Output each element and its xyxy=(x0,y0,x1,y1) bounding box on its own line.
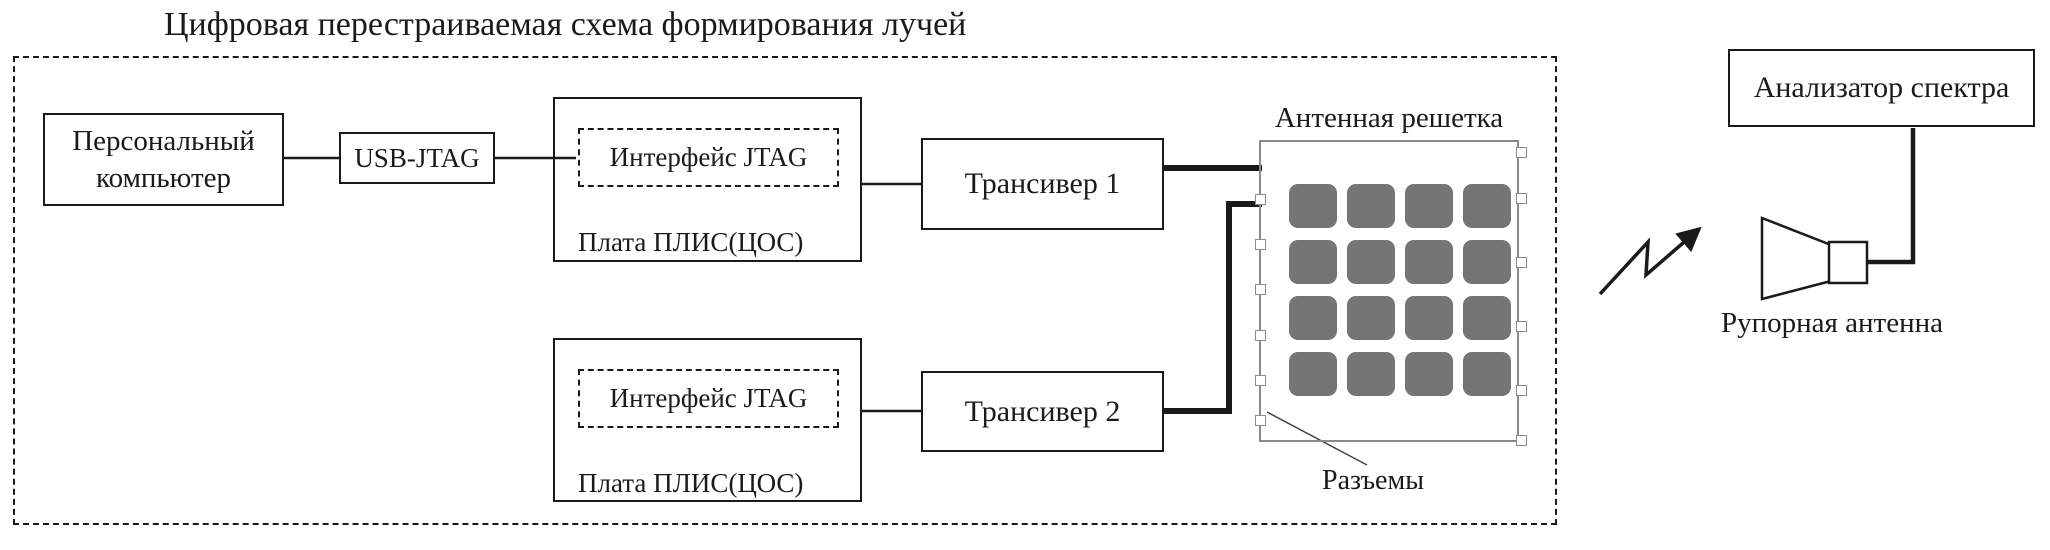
connector-square xyxy=(1255,194,1266,205)
connector-square xyxy=(1516,147,1527,158)
antenna-patch xyxy=(1347,240,1395,284)
wave-arrow-icon xyxy=(1598,226,1702,296)
horn-antenna-icon xyxy=(1760,216,1869,301)
connector-square xyxy=(1516,385,1527,396)
fpga-board-2-label: Плата ПЛИС(ЦОС) xyxy=(578,468,804,498)
jtag-interface-1: Интерфейс JTAG xyxy=(578,128,839,187)
transceiver-2-box: Трансивер 2 xyxy=(921,371,1164,452)
fpga-board-2: Интерфейс JTAG Плата ПЛИС(ЦОС) xyxy=(553,338,862,502)
antenna-patch xyxy=(1405,296,1453,340)
antenna-patch xyxy=(1347,296,1395,340)
connectors-label: Разъемы xyxy=(1322,465,1425,496)
antenna-patch xyxy=(1289,240,1337,284)
antenna-patch xyxy=(1405,352,1453,396)
dashed-boundary xyxy=(13,56,1557,525)
wire-horn-analyzer xyxy=(1865,128,1916,265)
transceiver-2-label: Трансивер 2 xyxy=(964,394,1121,428)
antenna-patch xyxy=(1463,352,1511,396)
connector-pointer-line xyxy=(1266,411,1368,466)
connector-square xyxy=(1255,284,1266,295)
pc-box: Персональный компьютер xyxy=(43,113,284,206)
jtag-interface-2: Интерфейс JTAG xyxy=(578,369,839,428)
spectrum-analyzer-box: Анализатор спектра xyxy=(1728,49,2035,127)
antenna-patch xyxy=(1463,184,1511,228)
antenna-patch xyxy=(1463,296,1511,340)
antenna-patch xyxy=(1463,240,1511,284)
connector-square xyxy=(1255,239,1266,250)
antenna-array-label: Антенная решетка xyxy=(1274,102,1504,134)
connector-square xyxy=(1255,415,1266,426)
spectrum-analyzer-label: Анализатор спектра xyxy=(1753,71,2010,104)
connector-square xyxy=(1516,257,1527,268)
jtag-interface-2-label: Интерфейс JTAG xyxy=(609,383,808,413)
antenna-patch xyxy=(1289,296,1337,340)
diagram-title: Цифровая перестраиваемая схема формирова… xyxy=(164,6,967,43)
antenna-array-box xyxy=(1255,140,1527,446)
pc-label: Персональный компьютер xyxy=(72,125,255,194)
transceiver-1-box: Трансивер 1 xyxy=(921,138,1164,230)
horn-antenna-label: Рупорная антенна xyxy=(1721,307,1943,339)
connector-square xyxy=(1255,330,1266,341)
wire-transceiver2-array xyxy=(1164,201,1262,414)
jtag-interface-1-label: Интерфейс JTAG xyxy=(609,142,808,172)
antenna-patch xyxy=(1347,184,1395,228)
transceiver-1-label: Трансивер 1 xyxy=(964,167,1121,200)
connector-square xyxy=(1516,435,1527,446)
antenna-patch xyxy=(1347,352,1395,396)
fpga-board-1-label: Плата ПЛИС(ЦОС) xyxy=(578,227,804,257)
usb-jtag-box: USB-JTAG xyxy=(339,132,495,184)
connector-square xyxy=(1516,193,1527,204)
antenna-patch xyxy=(1289,184,1337,228)
antenna-patch xyxy=(1405,184,1453,228)
antenna-patch-grid xyxy=(1289,184,1511,396)
antenna-patch xyxy=(1405,240,1453,284)
antenna-patch xyxy=(1289,352,1337,396)
fpga-board-1: Интерфейс JTAG Плата ПЛИС(ЦОС) xyxy=(553,97,862,262)
connector-square xyxy=(1255,375,1266,386)
connector-square xyxy=(1516,321,1527,332)
usb-jtag-label: USB-JTAG xyxy=(354,142,480,173)
